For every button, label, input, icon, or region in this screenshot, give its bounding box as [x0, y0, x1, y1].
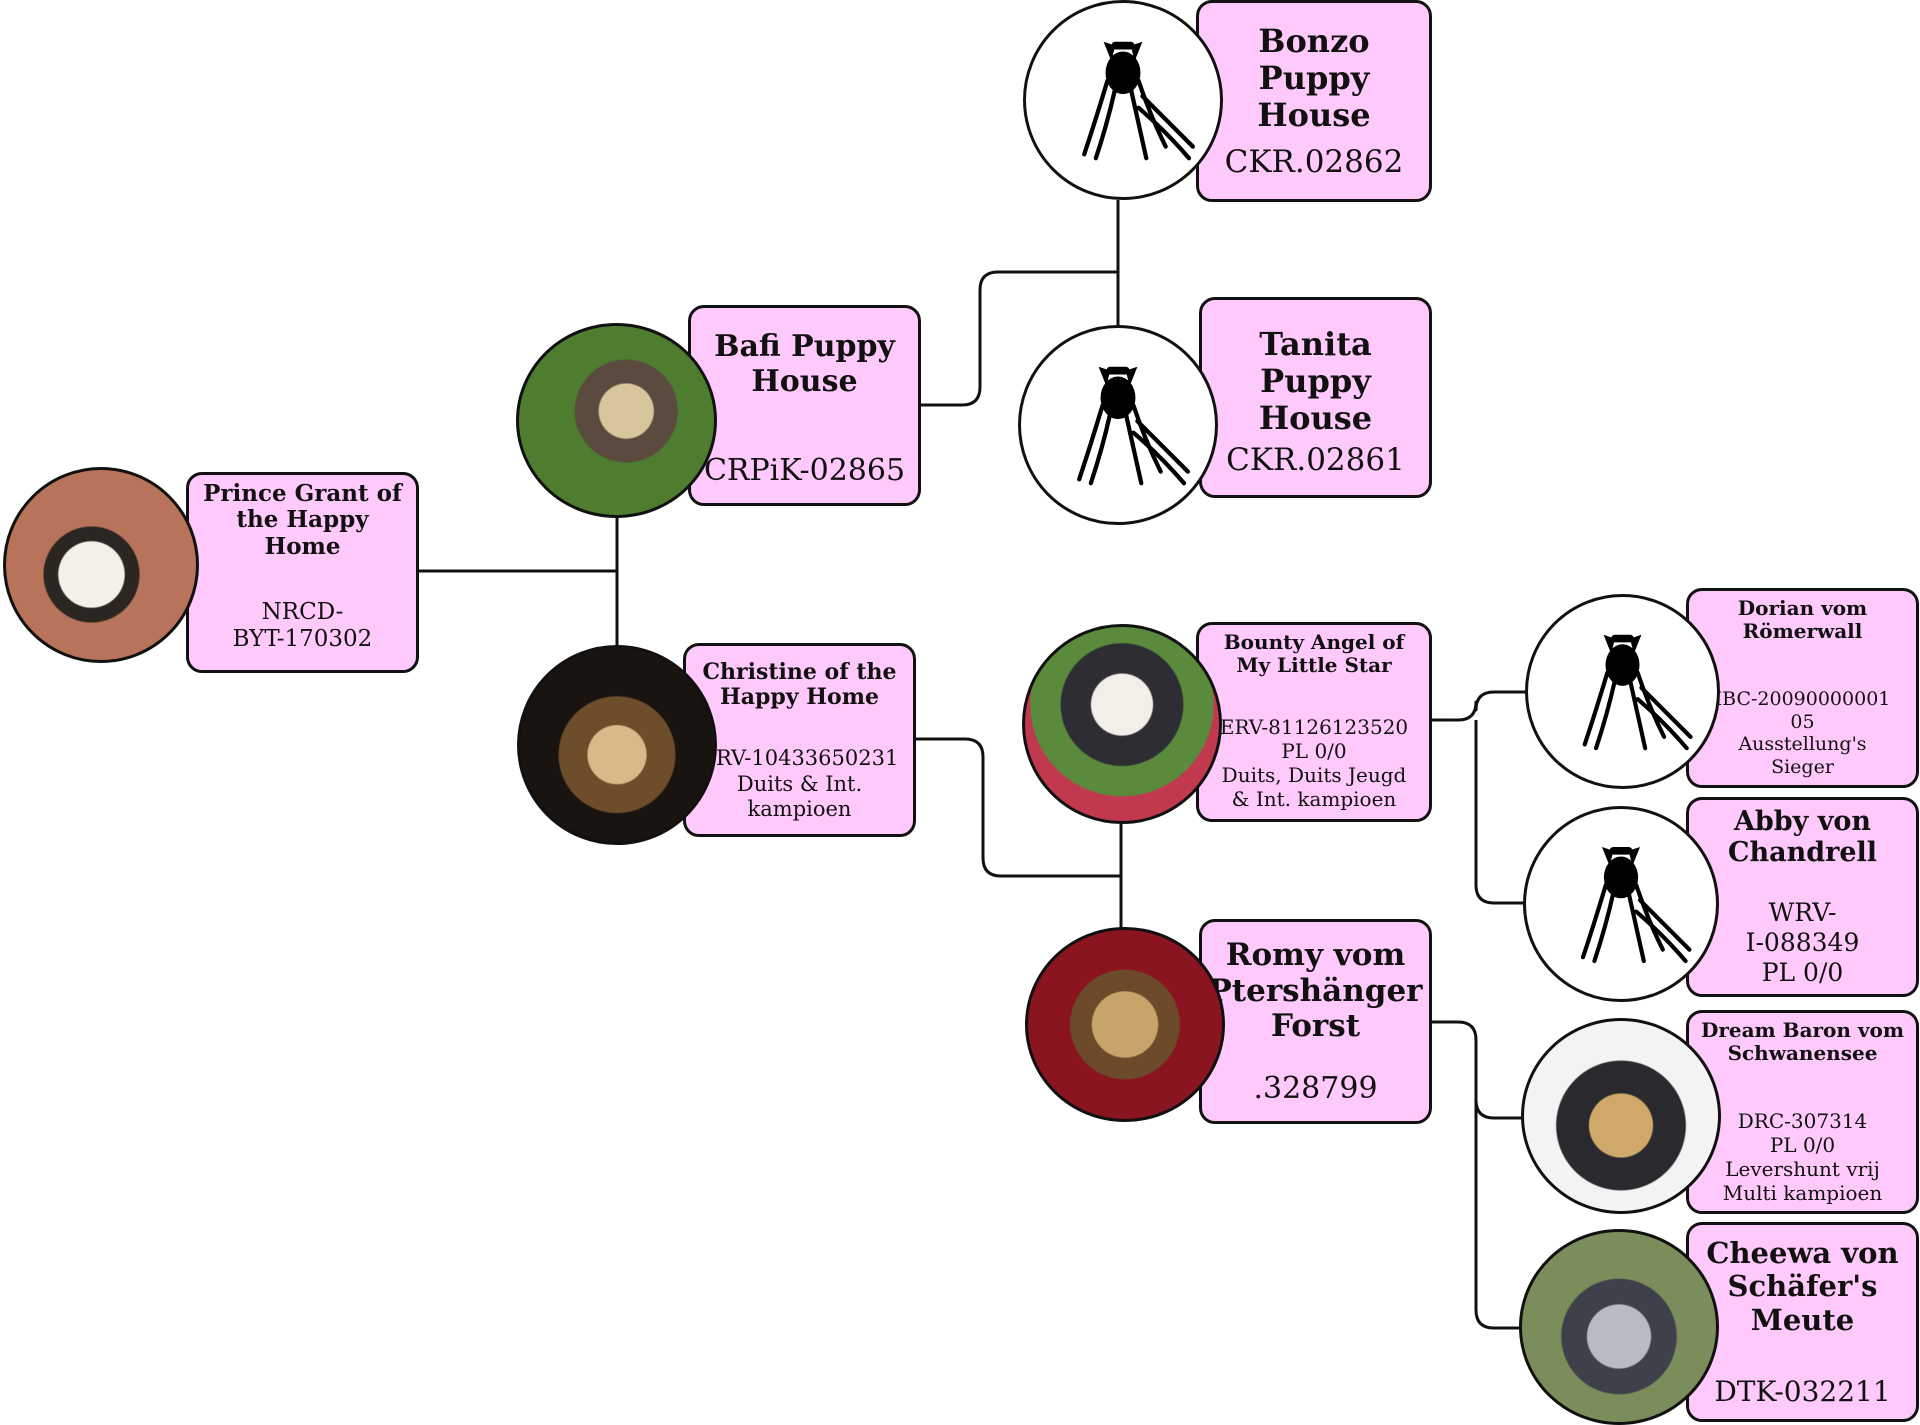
sire-reg: CRPiK-02865	[703, 453, 906, 488]
subject-photo	[3, 467, 199, 663]
connector-damsire-parents	[1430, 690, 1528, 905]
dam-sire-sire-card: Dorian vom Römerwall IBC-20090000001 05 …	[1686, 588, 1919, 788]
dam-sire-title-line1: Duits, Duits Jeugd	[1221, 763, 1407, 787]
dam-sire-dam-name-line2: Chandrell	[1727, 837, 1878, 869]
dam-sire-dam-name-line1: Abby von	[1733, 806, 1872, 837]
sire-dam-photo	[1018, 325, 1218, 525]
dam-name-line2: Happy Home	[720, 684, 879, 711]
dam-dam-dam-photo	[1519, 1229, 1719, 1425]
dam-sire-dam-reg-line2: I-088349	[1745, 928, 1860, 957]
dam-sire-sire-title-line1: Ausstellung's	[1738, 733, 1867, 756]
dam-dam-sire-photo	[1521, 1018, 1721, 1214]
dam-dam-sire-name-line1: Dream Baron vom	[1700, 1018, 1905, 1042]
dam-sire-dam-health: PL 0/0	[1761, 958, 1844, 987]
sire-name-line2: House	[751, 363, 858, 399]
dam-dam-sire-title: Multi kampioen	[1722, 1181, 1883, 1205]
connector-damdam-parents	[1430, 1020, 1528, 1330]
dam-sire-title-line2: & Int. kampioen	[1231, 787, 1397, 811]
dam-title-line1: Duits & Int.	[736, 771, 863, 796]
dam-dam-dam-reg: DTK-032211	[1714, 1375, 1891, 1409]
sire-dam-card: Tanita Puppy House CKR.02861	[1199, 297, 1432, 498]
sire-photo	[516, 323, 717, 518]
connector-dam-grandparents	[915, 737, 1123, 929]
connector-subject-parents	[418, 505, 619, 646]
dam-dam-dam-name-line1: Cheewa von	[1706, 1236, 1899, 1270]
dam-dam-dam-name-line2: Schäfer's	[1727, 1269, 1878, 1304]
sire-dam-name-line1: Tanita Puppy	[1259, 325, 1372, 400]
yorkshire-terrier-silhouette-icon	[1582, 634, 1693, 751]
dam-dam-dam-name-line3: Meute	[1750, 1302, 1855, 1337]
yorkshire-terrier-silhouette-icon	[1580, 847, 1692, 964]
sire-card: Bafi Puppy House CRPiK-02865	[688, 305, 921, 506]
dam-sire-sire-reg-line1: IBC-20090000001	[1714, 687, 1891, 710]
dam-sire-dam-card: Abby von Chandrell WRV- I-088349 PL 0/0	[1686, 797, 1919, 997]
yorkshire-terrier-silhouette-icon	[1082, 41, 1195, 161]
sire-name-line1: Bafi Puppy	[714, 329, 895, 364]
dam-reg: ERV-10433650231	[700, 746, 899, 771]
sire-sire-name-line2: House	[1257, 95, 1371, 134]
dam-name-line1: Christine of the	[702, 659, 897, 685]
dam-sire-sire-title-line2: Sieger	[1771, 756, 1834, 779]
dam-dam-name-line3: Forst	[1270, 1008, 1361, 1045]
dam-sire-dam-reg-line1: WRV-	[1768, 898, 1837, 927]
dam-sire-card: Bounty Angel of My Little Star ERV-81126…	[1196, 622, 1432, 822]
dam-sire-photo	[1022, 624, 1222, 824]
dam-sire-sire-name-line2: Römerwall	[1742, 619, 1863, 643]
subject-reg-line1: NRCD-	[261, 598, 344, 625]
sire-dam-reg: CKR.02861	[1226, 441, 1405, 478]
subject-card: Prince Grant of the Happy Home NRCD- BYT…	[186, 472, 419, 673]
dam-dam-name-line2: Ptershänger	[1208, 972, 1423, 1009]
dam-dam-photo	[1025, 927, 1225, 1122]
dam-title-line2: kampioen	[747, 796, 852, 821]
subject-name: Prince Grant of the Happy Home	[203, 480, 402, 560]
dam-sire-health: PL 0/0	[1281, 739, 1347, 763]
dam-sire-name-line2: My Little Star	[1236, 653, 1392, 677]
connector-sire-grandparents	[920, 200, 1120, 407]
dam-photo	[517, 645, 717, 845]
sire-sire-name-line1: Bonzo Puppy	[1258, 22, 1370, 97]
dam-sire-name-line1: Bounty Angel of	[1223, 630, 1405, 654]
dam-dam-sire-reg: DRC-307314	[1737, 1109, 1868, 1133]
sire-dam-name-line2: House	[1258, 398, 1373, 437]
dam-sire-sire-name-line1: Dorian vom	[1737, 596, 1868, 620]
yorkshire-terrier-silhouette-icon	[1077, 366, 1190, 486]
dam-dam-name-line1: Romy vom	[1225, 937, 1406, 973]
dam-dam-card: Romy vom Ptershänger Forst .328799	[1199, 919, 1432, 1124]
dam-sire-sire-reg-line2: 05	[1790, 710, 1815, 733]
dam-dam-sire-name-line2: Schwanensee	[1727, 1041, 1878, 1065]
dam-card: Christine of the Happy Home ERV-10433650…	[683, 643, 916, 837]
subject-reg-line2: BYT-170302	[232, 626, 373, 653]
dam-dam-reg: .328799	[1253, 1071, 1378, 1106]
dam-dam-sire-note: Levershunt vrij	[1725, 1157, 1880, 1181]
dam-dam-dam-card: Cheewa von Schäfer's Meute DTK-032211	[1686, 1222, 1919, 1422]
sire-sire-card: Bonzo Puppy House CKR.02862	[1196, 0, 1432, 202]
dam-dam-sire-card: Dream Baron vom Schwanensee DRC-307314 P…	[1686, 1010, 1919, 1214]
sire-sire-reg: CKR.02862	[1224, 143, 1404, 180]
dam-sire-reg: ERV-81126123520	[1219, 715, 1409, 739]
dam-sire-dam-photo	[1523, 806, 1719, 1002]
sire-sire-photo	[1023, 0, 1223, 200]
dam-sire-sire-photo	[1525, 594, 1720, 789]
dam-dam-sire-health: PL 0/0	[1769, 1133, 1836, 1157]
